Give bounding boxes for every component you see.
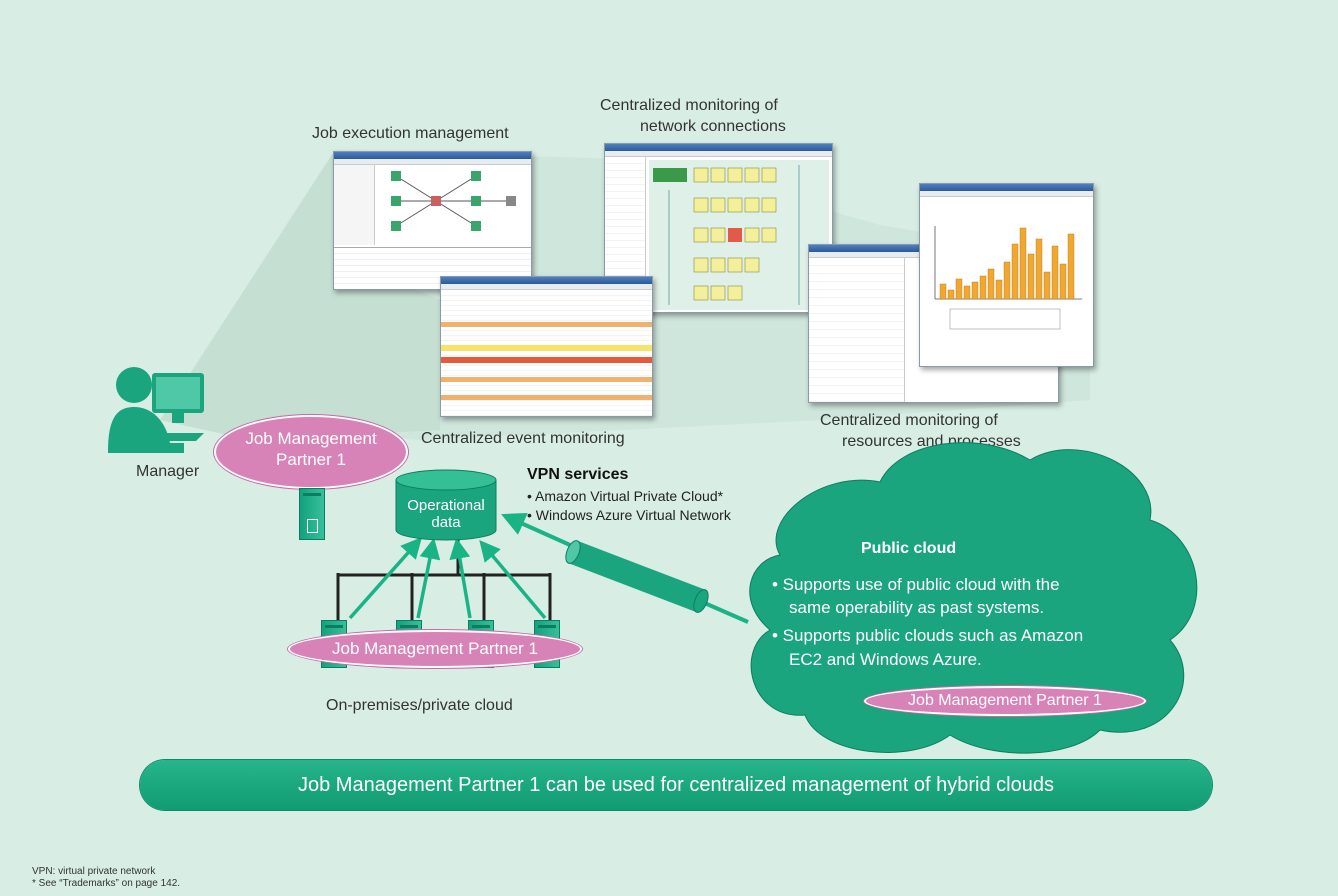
- network-monitoring-label-line1: Centralized monitoring of: [600, 97, 778, 114]
- network-monitoring-label-line2: network connections: [640, 118, 786, 135]
- onprem-jp1-badge-label: Job Management Partner 1: [331, 639, 538, 658]
- performance-chart-screenshot: [919, 183, 1094, 367]
- window-titlebar: [334, 152, 531, 159]
- tree-pane: [809, 258, 905, 402]
- event-row-highlight: [441, 395, 652, 400]
- window-menubar: [920, 191, 1093, 197]
- cloud-feature-1-line1: • Supports use of public cloud with the: [772, 575, 1060, 594]
- manager-jp1-badge: Job Management Partner 1: [214, 415, 408, 489]
- event-monitoring-screenshot: [440, 276, 653, 417]
- footnote: VPN: virtual private network: [32, 866, 156, 877]
- window-titlebar: [441, 277, 652, 284]
- database-label-line1: Operational: [407, 497, 485, 514]
- network-map: [649, 160, 829, 310]
- job-execution-screenshot: [333, 151, 532, 290]
- event-row-highlight: [441, 322, 652, 327]
- database-label-line2: data: [431, 514, 461, 531]
- onprem-label: On-premises/private cloud: [326, 697, 513, 714]
- bar-chart-thumbnail: [934, 226, 1082, 330]
- footnote: * See “Trademarks” on page 142.: [32, 878, 181, 889]
- window-menubar: [334, 159, 531, 165]
- job-flow-graph: [391, 171, 516, 231]
- public-cloud-shape: [749, 442, 1198, 754]
- event-row-highlight: [441, 357, 652, 363]
- manager-jp1-badge-line2: Partner 1: [276, 450, 346, 469]
- window-menubar: [441, 284, 652, 290]
- cloud-jp1-badge: Job Management Partner 1: [864, 686, 1146, 716]
- onprem-jp1-badge: Job Management Partner 1: [288, 630, 582, 668]
- window-titlebar: [920, 184, 1093, 191]
- cloud-feature-1-line2: same operability as past systems.: [789, 598, 1045, 617]
- cloud-feature-2-line2: EC2 and Windows Azure.: [789, 650, 982, 669]
- manager-person-icon: [108, 367, 204, 453]
- event-row-highlight: [441, 345, 652, 351]
- event-row-highlight: [441, 377, 652, 382]
- window-menubar: [605, 151, 832, 157]
- window-titlebar: [605, 144, 832, 151]
- tree-pane: [334, 165, 375, 245]
- cloud-jp1-badge-label: Job Management Partner 1: [908, 692, 1102, 709]
- manager-jp1-badge-line1: Job Management: [245, 429, 377, 448]
- vpn-service-item: • Windows Azure Virtual Network: [527, 507, 731, 523]
- operational-data-database-icon: Operational data: [394, 468, 498, 542]
- manager-server-icon: [299, 488, 325, 540]
- summary-banner: Job Management Partner 1 can be used for…: [140, 760, 1212, 810]
- vpn-service-item: • Amazon Virtual Private Cloud*: [527, 488, 724, 504]
- resource-monitoring-label-line1: Centralized monitoring of: [820, 412, 998, 429]
- vpn-services-title: VPN services: [527, 466, 629, 483]
- event-monitoring-label: Centralized event monitoring: [421, 430, 625, 447]
- manager-label: Manager: [136, 463, 200, 480]
- cloud-feature-2-line1: • Supports public clouds such as Amazon: [772, 626, 1084, 645]
- job-execution-label: Job execution management: [312, 125, 509, 142]
- vpn-tunnel-icon: [565, 540, 709, 613]
- public-cloud-title: Public cloud: [861, 540, 957, 557]
